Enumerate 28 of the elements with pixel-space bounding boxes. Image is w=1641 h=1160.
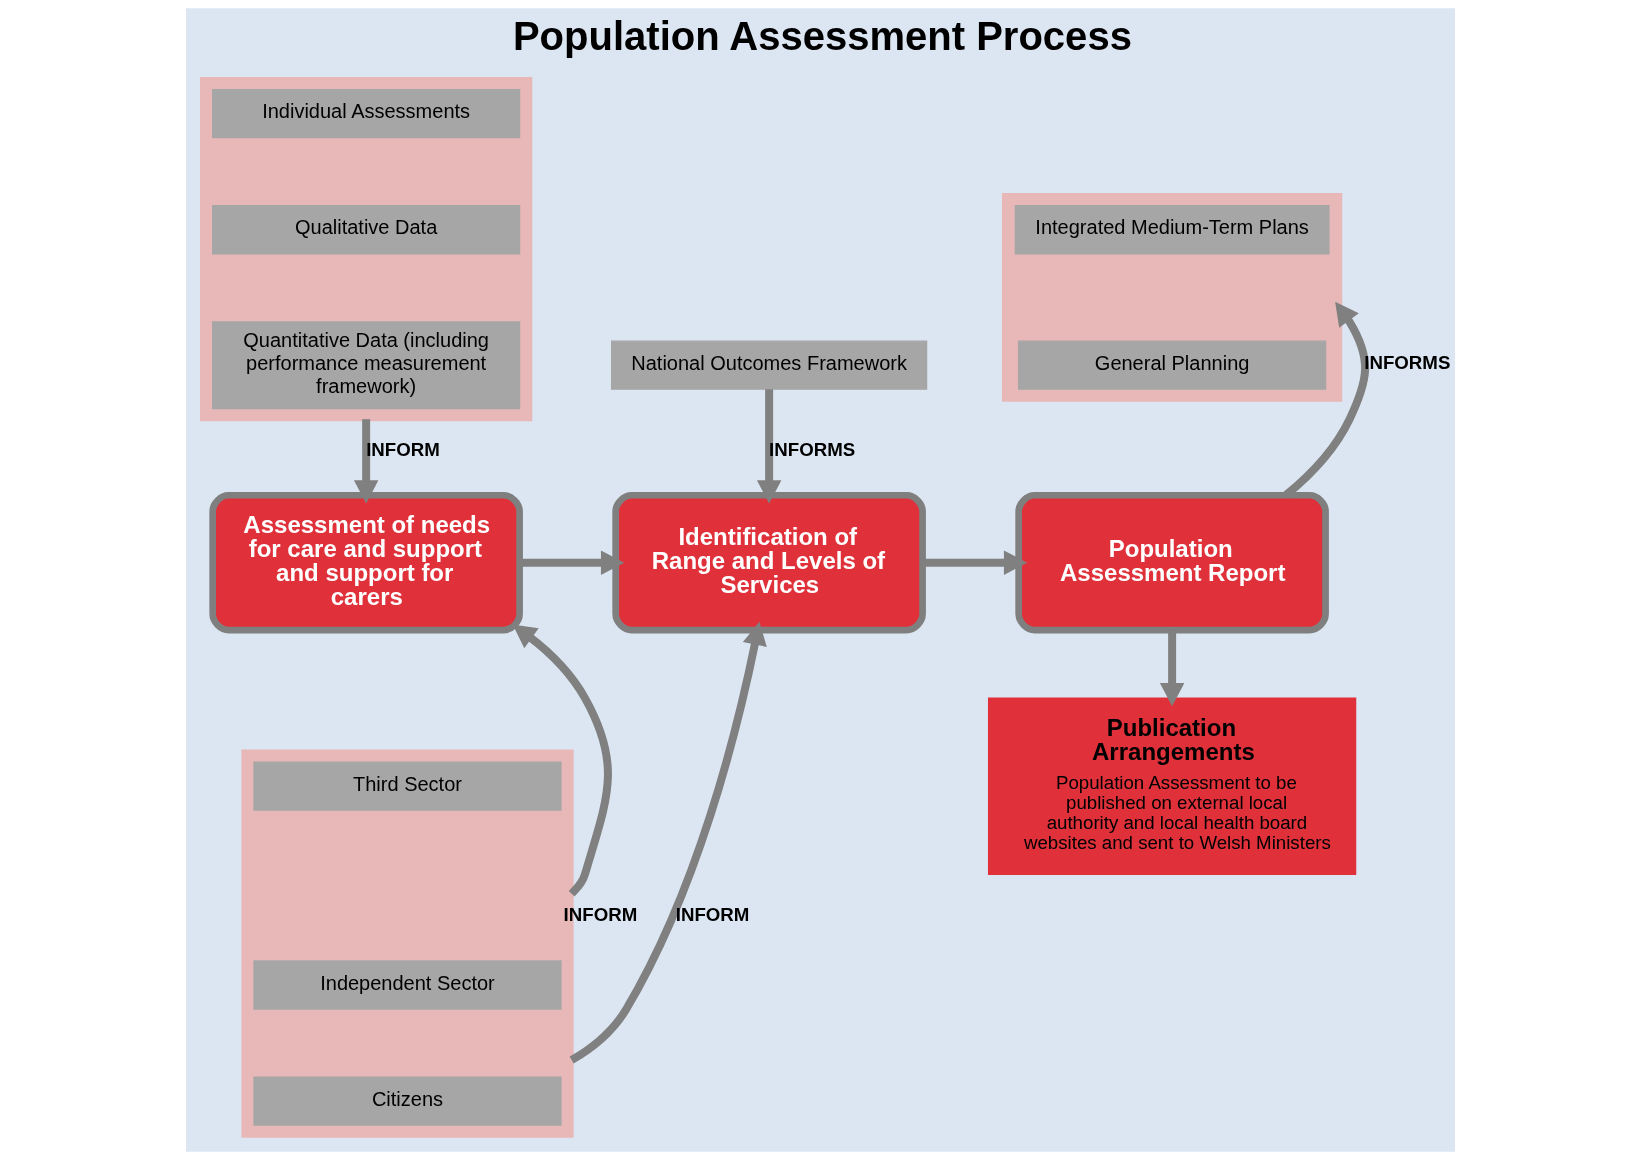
node-box: Individual Assessments (212, 88, 521, 139)
node-box: Population Assessment Report (1015, 491, 1329, 634)
node-box: Quantitative Data (including performance measurement framework) (212, 321, 521, 410)
arrow (569, 621, 767, 1064)
node-box: Third Sector (253, 761, 562, 811)
node-box: Publication Arrangements Population Assessment to be published on external local authority and local health board websites and sent to Welsh Ministers (987, 697, 1357, 875)
node-box: General Planning (1018, 340, 1327, 390)
arrow (353, 419, 379, 504)
edge-label: INFORMS (1364, 351, 1451, 373)
edge-label: INFORMS (769, 438, 856, 460)
arrow (1159, 630, 1185, 707)
node-box: Citizens (253, 1076, 562, 1126)
arrow (519, 550, 625, 575)
diagram-title: Population Assessment Process (512, 13, 1132, 58)
arrow (512, 624, 612, 897)
node-box: Independent Sector (253, 960, 562, 1010)
arrow (922, 550, 1028, 575)
arrow (756, 389, 782, 504)
node-box: Assessment of needs for care and support and support for carers (209, 491, 523, 634)
cluster (200, 76, 533, 422)
node-box: Identification of Range and Levels of Services (612, 491, 926, 634)
node-box: Integrated Medium-Term Plans (1014, 205, 1330, 255)
edge-label: INFORM (563, 904, 638, 926)
node-box: Qualitative Data (212, 205, 521, 255)
edge-label: INFORM (675, 904, 750, 926)
edge-label: INFORM (366, 438, 440, 460)
node-box: National Outcomes Framework (611, 340, 928, 390)
cluster (1002, 193, 1343, 402)
